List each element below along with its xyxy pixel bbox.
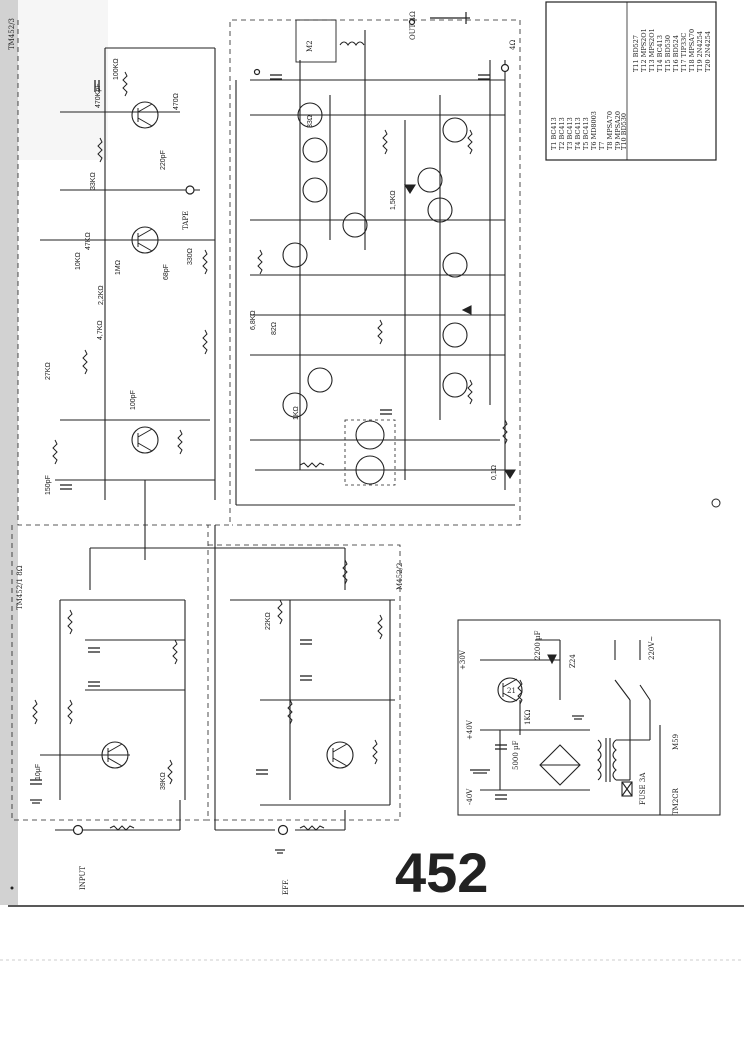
legend-cell: T9 MPSA20 xyxy=(614,111,622,150)
label-tone-left: TM452/1 8Ω xyxy=(16,565,24,610)
component-value: 1MΩ xyxy=(115,260,122,275)
legend-cell: T8 MPSA70 xyxy=(606,111,614,150)
legend-cell: T12 MPS2O1 xyxy=(640,28,648,72)
legend-cell: T11 BD527 xyxy=(632,35,640,72)
legend-cell: T18 MPSA70 xyxy=(688,29,696,72)
wires-main xyxy=(40,30,515,590)
component-value: 39KΩ xyxy=(160,772,167,790)
legend-cell: T20 2N4254 xyxy=(704,31,712,72)
component-value: 150pF xyxy=(45,475,52,495)
component-value: 47KΩ xyxy=(85,232,92,250)
component-value: 82Ω xyxy=(271,322,278,335)
capacitor-symbols xyxy=(30,74,507,800)
legend-cell: T1 BC413 xyxy=(550,117,558,150)
label-r-1k: 1KΩ xyxy=(524,709,532,725)
label-power-supply-id: M59 xyxy=(672,734,680,750)
punch-hole xyxy=(711,498,721,508)
component-value: 330Ω xyxy=(187,248,194,265)
label-cap-5000: 5000 µF xyxy=(512,740,520,770)
legend-cell: T13 MPS2O1 xyxy=(648,28,656,72)
label-v-neg-40: -40V xyxy=(466,788,474,805)
component-value: 470Ω xyxy=(173,93,180,110)
label-v-pos-40: +40V xyxy=(466,719,474,740)
label-cap-2200: 2200 µF xyxy=(534,630,542,660)
transistor-symbols xyxy=(101,101,523,769)
component-value: 220pF xyxy=(160,150,167,170)
component-value: 27KΩ xyxy=(45,362,52,380)
module-boundaries xyxy=(11,19,521,821)
label-z24: Z24 xyxy=(569,654,577,668)
component-value: 470KpF xyxy=(95,83,102,108)
sheet-number: 452 xyxy=(395,841,488,904)
label-tone-right: M452/2 xyxy=(396,563,404,590)
label-tape: TAPE xyxy=(182,211,190,230)
component-value: 22KΩ xyxy=(265,612,272,630)
ground-symbols xyxy=(30,12,584,854)
component-value: 10KΩ xyxy=(75,252,82,270)
resistor-symbols xyxy=(32,71,523,831)
wires-lower xyxy=(40,525,395,831)
legend-cell: T14 BC413 xyxy=(656,35,664,72)
scan-shadow xyxy=(0,0,18,905)
component-value: 1KΩ xyxy=(293,406,300,420)
legend-cell: T19 2N4254 xyxy=(696,31,704,72)
label-main-top: TM452/3 xyxy=(8,18,16,50)
label-t21: 21 xyxy=(507,687,516,695)
label-output: OUT 4Ω xyxy=(409,11,417,40)
label-input: INPUT xyxy=(79,866,87,890)
component-value: 1,5KΩ xyxy=(390,190,397,210)
power-supply-circuit xyxy=(480,639,661,815)
legend-cell: T4 BC413 xyxy=(574,117,582,150)
component-value: 100pF xyxy=(130,390,137,410)
component-value: 33KΩ xyxy=(90,172,97,190)
component-value: 33Ω xyxy=(307,115,314,128)
legend-cell: T3 BC413 xyxy=(566,117,574,150)
legend-cell: T2 BC413 xyxy=(558,117,566,150)
legend-cell: T16 BD524 xyxy=(672,35,680,72)
scan-shadow xyxy=(18,0,108,160)
legend-cell: T6 MD8003 xyxy=(590,111,598,150)
component-value: 100KΩ xyxy=(113,58,120,80)
legend-cell: T7 xyxy=(598,142,606,150)
label-load: 4Ω xyxy=(509,40,517,50)
component-value: 6,8KΩ xyxy=(250,310,257,330)
label-driver-top: M2 xyxy=(306,40,314,52)
component-value: 2,2KΩ xyxy=(98,285,105,305)
diode-symbols xyxy=(404,184,557,665)
legend-cell: T15 BD530 xyxy=(664,35,672,72)
component-value: 4,7KΩ xyxy=(97,320,104,340)
transistor-legend-box xyxy=(545,1,717,161)
scan-dot xyxy=(10,886,14,890)
legend-cell: T17 TIP33C xyxy=(680,33,688,72)
transistor-leads xyxy=(107,103,518,767)
transistor-legend: T1 BC413 T2 BC413 T3 BC413 T4 BC413 T5 B… xyxy=(550,28,712,150)
power-supply-box xyxy=(457,619,721,816)
output-pair-box xyxy=(344,419,396,486)
terminal-symbols xyxy=(72,18,510,836)
component-value: 68pF xyxy=(163,264,170,280)
driver-label-box xyxy=(295,19,337,63)
output-inductor xyxy=(339,41,365,46)
legend-cell: T5 BC413 xyxy=(582,117,590,150)
label-power-supply: TM2CR xyxy=(672,787,680,815)
label-effect: EFF. xyxy=(282,879,290,895)
component-value: 0,1Ω xyxy=(491,465,498,480)
legend-cell: T10 BD530 xyxy=(620,113,628,150)
component-value: 10µF xyxy=(35,764,42,780)
label-fuse: FUSE 3A xyxy=(639,772,647,805)
label-v-pos-30: +30V xyxy=(459,649,467,670)
label-mains: 220V~ xyxy=(648,636,656,660)
